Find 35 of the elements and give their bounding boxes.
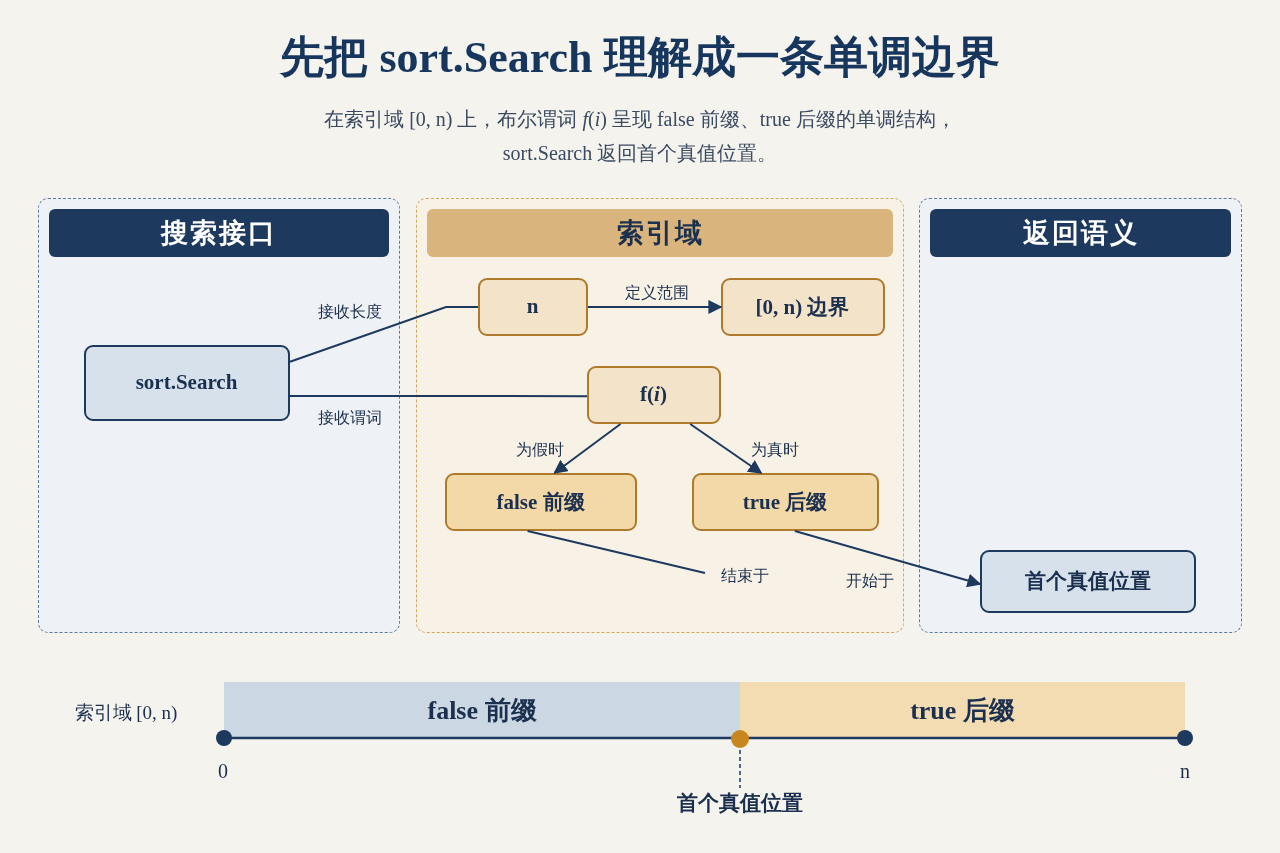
arrow xyxy=(689,423,763,474)
process-box: sort.Search xyxy=(83,344,290,421)
panel-heading: 返回语义 xyxy=(930,209,1231,257)
true-segment: true 后缀 xyxy=(740,682,1185,738)
tick-label: 0 xyxy=(218,759,228,783)
edge-label: 接收长度 xyxy=(318,301,382,322)
panel xyxy=(919,198,1242,633)
panel xyxy=(416,198,904,633)
edge-label: 为真时 xyxy=(751,439,799,460)
arrow xyxy=(553,423,622,474)
process-box: n xyxy=(477,277,588,336)
edge-label: 定义范围 xyxy=(625,282,689,303)
edge-label: 结束于 xyxy=(721,565,769,586)
arrow xyxy=(793,530,982,588)
connector-line xyxy=(289,394,588,398)
tick-label: n xyxy=(1180,759,1190,783)
process-box: [0, n) 边界 xyxy=(720,277,885,336)
panel-heading: 索引域 xyxy=(427,209,893,257)
false-segment: false 前缀 xyxy=(224,682,740,738)
connector-line xyxy=(289,306,479,363)
arrow xyxy=(587,300,723,314)
panel-heading: 搜索接口 xyxy=(49,209,389,257)
edge-label: 为假时 xyxy=(516,439,564,460)
title: 先把 sort.Search 理解成一条单调边界 xyxy=(278,32,1001,84)
edge-label: 开始于 xyxy=(846,570,894,591)
process-box: true 后缀 xyxy=(691,472,879,531)
point-label: 首个真值位置 xyxy=(677,790,803,817)
panel xyxy=(38,198,400,633)
connector-line xyxy=(526,530,706,574)
edge-label: 接收谓词 xyxy=(318,407,382,428)
subtitle: 在索引域 [0, n) 上，布尔谓词 f(i) 呈现 false 前缀、true 后缀的单调结构，sort.Search 返回首个真值位置。 xyxy=(323,107,957,166)
axis-label: 索引域 [0, n) xyxy=(74,701,178,725)
process-box: f(i) xyxy=(586,365,721,424)
process-box: 首个真值位置 xyxy=(979,549,1196,613)
process-box: false 前缀 xyxy=(444,472,637,531)
